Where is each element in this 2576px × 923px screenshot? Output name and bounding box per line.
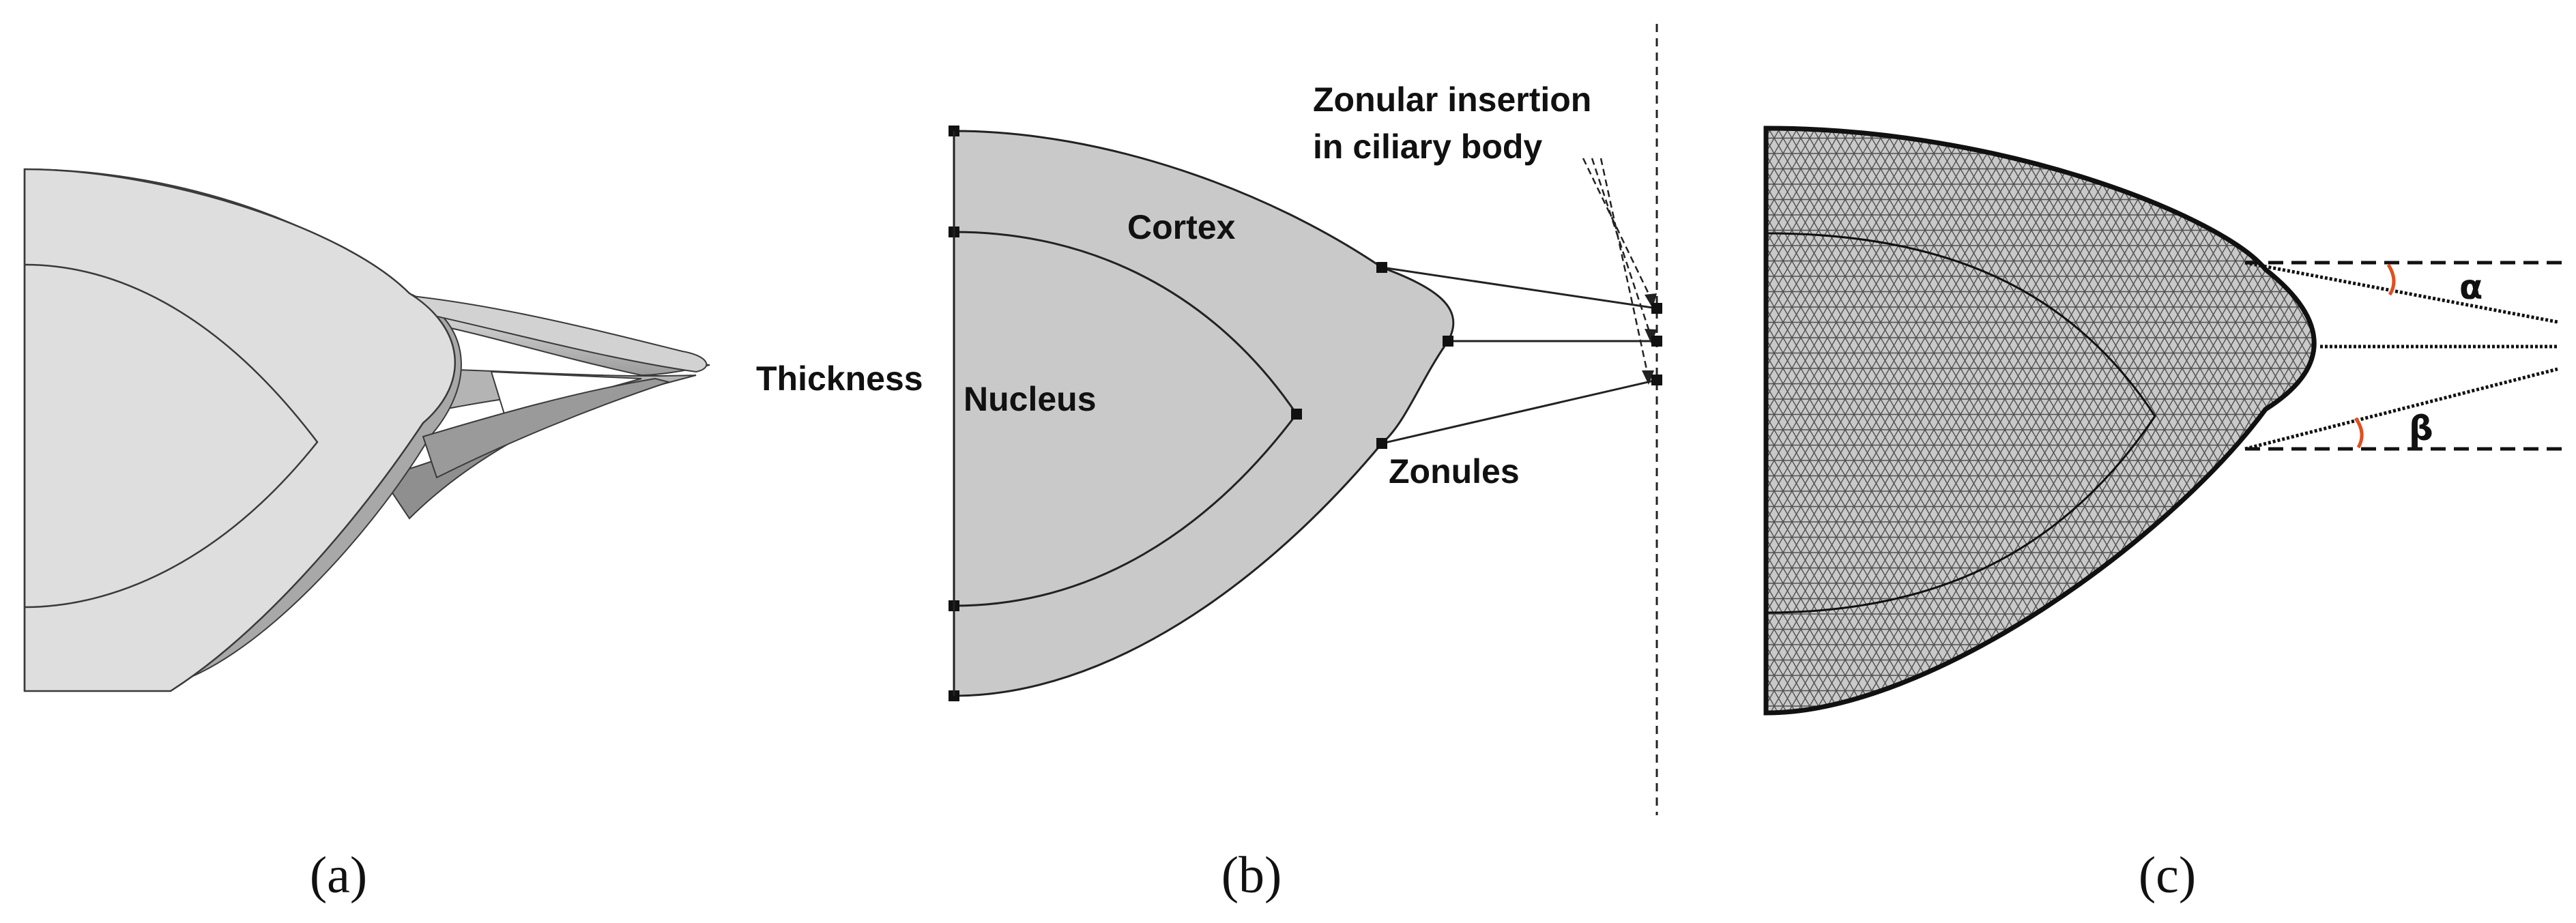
mesh-triangles <box>1766 128 2315 713</box>
zonule-flap-bottom <box>422 377 671 479</box>
angle-alpha-arc <box>2386 263 2396 296</box>
mesh-outline <box>1763 126 2317 716</box>
nucleus-boundary-3d <box>24 263 319 609</box>
mesh-nucleus-boundary <box>1765 232 2156 614</box>
zonule-anterior <box>1381 266 1658 310</box>
caption-c: (c) <box>2139 847 2196 904</box>
caption-a: (a) <box>310 847 367 904</box>
panel-c: α β (c) <box>1763 126 2567 904</box>
insertion-arrows <box>1582 158 1654 379</box>
zonule-posterior <box>1381 379 1658 445</box>
label-alpha: α <box>2459 267 2483 307</box>
label-nucleus: Nucleus <box>964 380 1097 418</box>
lens-front-face <box>23 168 456 692</box>
zonule-flap-top <box>381 293 708 373</box>
label-beta: β <box>2409 409 2433 448</box>
caption-b: (b) <box>1221 847 1282 904</box>
label-insertion-line2: in ciliary body <box>1313 128 1542 166</box>
label-zonules: Zonules <box>1389 452 1520 490</box>
label-cortex: Cortex <box>1127 208 1236 246</box>
angle-beta-arc <box>2354 417 2364 449</box>
panel-b: Thickness Nucleus Cortex Zonules Zonular… <box>756 24 1662 904</box>
label-insertion-line1: Zonular insertion <box>1313 80 1591 119</box>
label-thickness: Thickness <box>756 360 923 398</box>
panel-a: (a) <box>23 168 710 904</box>
mesh-zonules <box>2244 261 2558 451</box>
